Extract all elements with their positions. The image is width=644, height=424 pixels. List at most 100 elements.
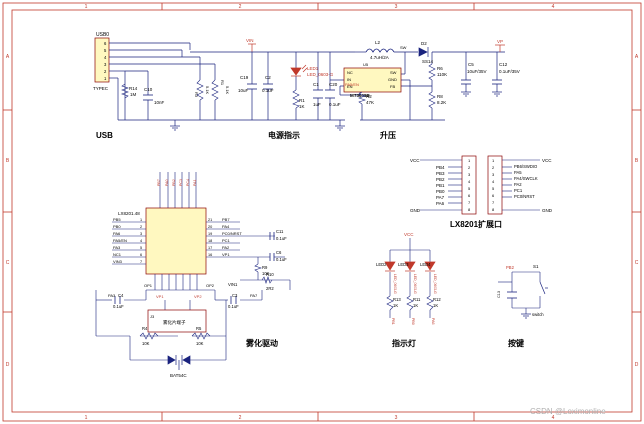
svg-text:2: 2 [492, 165, 495, 170]
r10-ref: R10 [266, 272, 274, 277]
svg-text:7: 7 [140, 260, 142, 264]
r9-resistor [254, 263, 262, 273]
svg-text:PA4/SWCLK: PA4/SWCLK [514, 176, 538, 181]
expansion-right-vcc: VCC [542, 158, 552, 163]
atomizer-vp1: VP1 [156, 294, 164, 299]
svg-text:17: 17 [208, 246, 212, 250]
svg-text:IN: IN [347, 77, 351, 82]
r-cc1-value: 5.1K [205, 86, 210, 95]
svg-text:PA2: PA2 [514, 182, 522, 187]
r-cc2-value: 5.1K [225, 86, 230, 95]
r6-resistor [428, 63, 436, 81]
c20-value: 0.1uF [329, 102, 341, 107]
svg-text:18: 18 [208, 239, 212, 243]
svg-text:GND: GND [388, 77, 397, 82]
svg-text:PA7: PA7 [436, 195, 445, 200]
svg-text:PB6/SWDIO: PB6/SWDIO [514, 164, 538, 169]
mcu-vin-label: VIN1 [228, 282, 238, 287]
r6-ref: R6 [437, 66, 443, 71]
c10-capacitor [143, 94, 153, 101]
c10-ref: C10 [144, 87, 153, 92]
c19-value: 10uF [238, 88, 249, 93]
c5-value: 10uF/35V [467, 69, 487, 74]
svg-text:PB1: PB1 [391, 318, 395, 325]
r-cc2-resistor [211, 79, 219, 101]
svg-text:PA2: PA2 [222, 245, 230, 250]
svg-text:4: 4 [104, 55, 107, 60]
svg-text:LED_0603-G: LED_0603-G [433, 274, 437, 294]
svg-text:PC0/NRST: PC0/NRST [514, 194, 535, 199]
atomizer-pa7: PA7 [250, 293, 258, 298]
usb-wires [109, 42, 225, 126]
svg-text:1: 1 [104, 76, 107, 81]
svg-text:2: 2 [140, 225, 142, 229]
svg-text:2: 2 [468, 165, 471, 170]
svg-text:1K: 1K [433, 303, 438, 308]
c20-ref: C20 [329, 82, 338, 87]
c2-capacitor [263, 83, 273, 90]
expansion-header-right [487, 155, 503, 215]
svg-text:R13: R13 [393, 297, 401, 302]
vp-ground-2 [492, 91, 502, 97]
svg-text:PB7: PB7 [157, 179, 161, 186]
col-label: 4 [552, 4, 555, 10]
c6-ref: C6 [276, 250, 282, 255]
col-label: 1 [85, 4, 88, 10]
row-label: A [6, 54, 10, 60]
r8-resistor [428, 91, 436, 109]
c11-value: 0.1uF [276, 236, 287, 241]
l2-ref: L2 [375, 40, 381, 45]
expansion-right-labels: PB6/SWDIO PA5 PA4/SWCLK PA2 PC1 PC0/NRST [514, 164, 538, 199]
svg-text:5: 5 [104, 48, 107, 53]
bat54c-diode [167, 355, 191, 370]
c4-capacitor [114, 296, 121, 304]
r14-ref: R14 [129, 86, 138, 91]
mcu-top-pins [159, 172, 197, 208]
r14-resistor [121, 83, 129, 99]
svg-text:NC: NC [347, 70, 353, 75]
r1-value: 1K [299, 104, 305, 109]
r2-resistor [358, 91, 366, 105]
row-label: D [6, 362, 10, 368]
svg-text:PB2: PB2 [172, 179, 176, 186]
leds-vcc-label: VCC [404, 232, 414, 237]
c5-ref: C5 [468, 62, 474, 67]
svg-text:8: 8 [492, 207, 495, 212]
svg-text:PB2: PB2 [436, 177, 445, 182]
expansion-header-left [461, 155, 477, 215]
svg-text:5: 5 [468, 186, 471, 191]
r2-ref: R2 [366, 94, 372, 99]
usb-section: USB0 6 5 4 3 2 1 TYPEC [93, 32, 230, 140]
svg-text:FB: FB [390, 84, 395, 89]
svg-text:6: 6 [104, 41, 107, 46]
led1-symbol [290, 64, 308, 77]
led-symbols [384, 261, 436, 272]
col-label: 3 [395, 4, 398, 10]
mcu-left-pins [112, 221, 146, 265]
svg-text:PC3: PC3 [179, 179, 183, 186]
mcu-left-pin-labels: PB5 PB0 PA6 PA5/EN PA3 NC1 VIN3 [113, 217, 127, 264]
col-label: 2 [239, 4, 242, 10]
svg-text:7: 7 [468, 200, 471, 205]
led1-ref: LED1 [307, 66, 319, 71]
c5-capacitor [461, 79, 471, 85]
c11-capacitor [269, 232, 275, 240]
svg-text:LED3: LED3 [398, 262, 409, 267]
svg-text:PB0: PB0 [411, 318, 415, 325]
svg-text:LED_0603-G: LED_0603-G [393, 274, 397, 294]
svg-text:5: 5 [492, 186, 495, 191]
c2-ref: C2 [265, 75, 271, 80]
svg-text:PA6: PA6 [113, 231, 121, 236]
d2-ref: D2 [421, 41, 427, 46]
row-label: B [635, 158, 639, 164]
svg-text:R12: R12 [433, 297, 441, 302]
svg-text:4: 4 [492, 179, 495, 184]
svg-text:1: 1 [140, 218, 142, 222]
r9-ref: R9 [262, 265, 268, 270]
svg-text:PA3: PA3 [113, 245, 121, 250]
svg-text:PC1: PC1 [222, 238, 231, 243]
usb-pin-numbers: 6 5 4 3 2 1 [104, 41, 107, 81]
svg-text:5: 5 [140, 246, 142, 250]
svg-text:3: 3 [468, 172, 471, 177]
